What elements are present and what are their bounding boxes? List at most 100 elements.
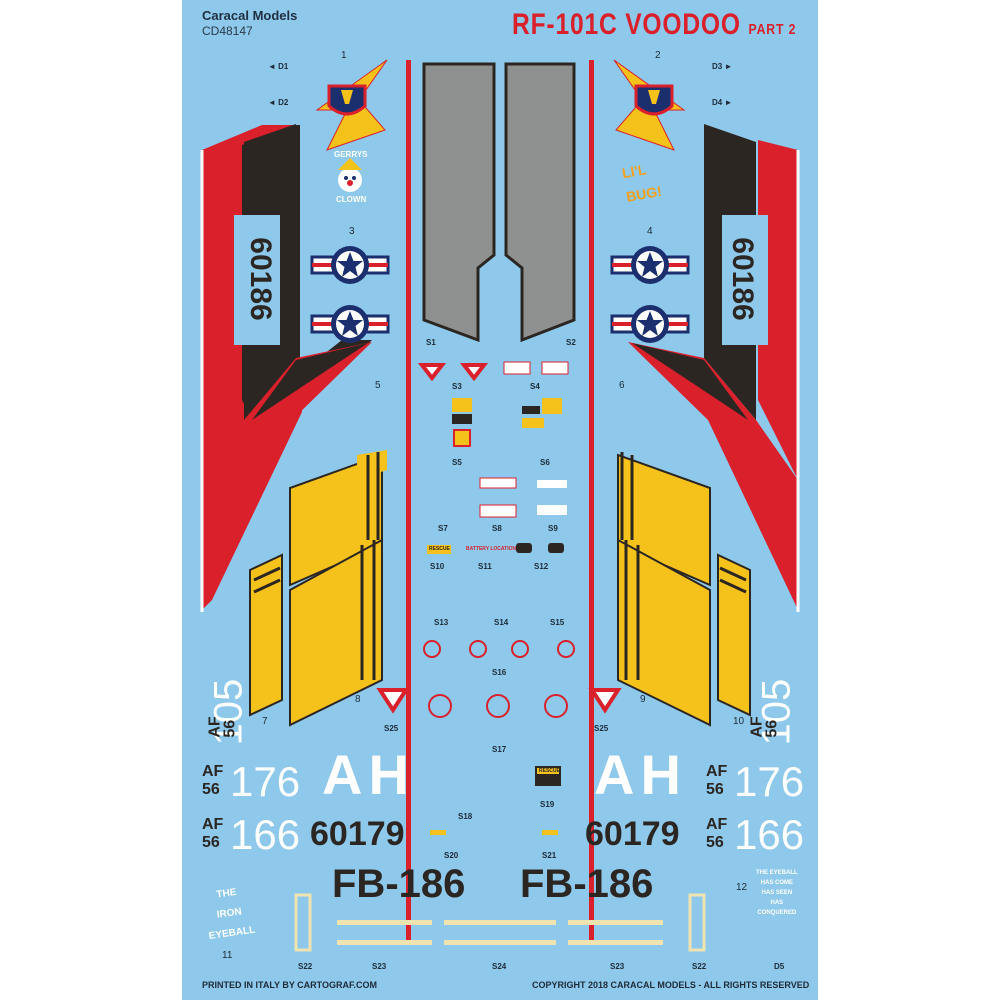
number-176-right: 176 (734, 758, 805, 805)
stencil-s16: S16 (492, 668, 507, 677)
clown-icon (338, 158, 362, 192)
item-number-7: 7 (262, 716, 268, 727)
warning-triangle-icon (376, 363, 622, 714)
battery-location-text: BATTERY LOCATION (466, 546, 517, 552)
tail-number-left: 60179 (310, 815, 405, 853)
item-number-9: 9 (640, 694, 646, 705)
eyeball-line-5: CONQUERED (757, 910, 797, 916)
item-number-10: 10 (733, 716, 745, 727)
stencil-s6: S6 (540, 458, 550, 467)
stencil-s9: S9 (548, 524, 558, 533)
iron-eyeball-text: THE IRON EYEBALL (202, 881, 257, 947)
insignia-icon (310, 246, 690, 343)
center-red-line-left (406, 60, 411, 940)
eyeball-line-3: HAS SEEN (761, 890, 793, 896)
eyeball-line-4: HAS (770, 900, 784, 906)
56-prefix-left: 56 (221, 719, 239, 738)
stencil-s19: S19 (540, 800, 555, 809)
item-number-4: 4 (647, 226, 653, 237)
decal-artwork (200, 59, 800, 952)
stencil-s1: S1 (426, 338, 436, 347)
stencil-s10: S10 (430, 562, 445, 571)
stencil-s14: S14 (494, 618, 509, 627)
stencil-s4: S4 (530, 382, 540, 391)
buzz-number-left: FB-186 (332, 862, 466, 906)
af-176-right: AF (706, 763, 728, 780)
tailcode-ah-left: AH (322, 743, 415, 806)
stencil-s23-right: S23 (610, 962, 625, 971)
stencil-s22-right: S22 (692, 962, 707, 971)
title-main: RF-101C VOODOO (512, 8, 741, 41)
stencil-s24: S24 (492, 962, 507, 971)
item-number-1: 1 (341, 50, 347, 61)
item-number-12: 12 (736, 882, 748, 893)
stencil-s3: S3 (452, 382, 462, 391)
footer-printed: PRINTED IN ITALY BY CARTOGRAF.COM (202, 980, 378, 990)
stencil-s13: S13 (434, 618, 449, 627)
rescue-small-text: RESCUE (429, 546, 450, 552)
af-176-left: AF (202, 763, 224, 780)
56-176-left: 56 (202, 781, 220, 798)
item-number-6: 6 (619, 380, 625, 391)
stencil-s18: S18 (458, 812, 473, 821)
decal-sheet: Caracal Models CD48147 RF-101C VOODOO PA… (182, 0, 818, 1000)
stencil-placards (427, 361, 569, 786)
stencil-s11: S11 (478, 562, 492, 571)
stencil-s15: S15 (550, 618, 565, 627)
rescue-placard-text: RESCUE (539, 768, 560, 774)
label-d4: D4 ► (712, 98, 733, 107)
yellow-stripe-left-lower (289, 538, 383, 727)
brand-name: Caracal Models (202, 8, 298, 23)
number-166-right: 166 (734, 811, 805, 858)
stencil-s25-left: S25 (384, 724, 399, 733)
serial-left: 60186 (244, 237, 277, 321)
product-code: CD48147 (202, 24, 253, 38)
stencil-s25-right: S25 (594, 724, 609, 733)
clown-top-text: GERRYS (334, 150, 368, 159)
tac-badge-icon (315, 59, 686, 151)
label-d2: ◄ D2 (268, 98, 289, 107)
clown-bottom-text: CLOWN (336, 195, 367, 204)
56-166-left: 56 (202, 834, 220, 851)
stencil-s21: S21 (542, 851, 557, 860)
56-176-right: 56 (706, 781, 724, 798)
stencil-s23-left: S23 (372, 962, 387, 971)
stencil-s12: S12 (534, 562, 549, 571)
item-number-3: 3 (349, 226, 355, 237)
stencil-s2: S2 (566, 338, 576, 347)
item-number-11: 11 (222, 950, 233, 961)
item-number-5: 5 (375, 380, 381, 391)
tailcode-ah-right: AH (594, 743, 687, 806)
tail-number-right: 60179 (585, 815, 680, 853)
stencil-s8: S8 (492, 524, 502, 533)
gray-panel-left (422, 62, 496, 343)
walkway-stripes (294, 893, 706, 952)
56-prefix-right: 56 (763, 719, 781, 738)
eyeball-line-1: THE EYEBALL (756, 870, 798, 876)
af-prefix-right: AF (748, 716, 766, 738)
serial-right: 60186 (726, 237, 759, 321)
eyeball-line-2: HAS COME (760, 880, 793, 886)
number-176-left: 176 (230, 758, 301, 805)
label-d1: ◄ D1 (268, 62, 289, 71)
center-red-line-right (589, 60, 594, 940)
stencil-s20: S20 (444, 851, 459, 860)
label-d3: D3 ► (712, 62, 733, 71)
af-prefix-left: AF (206, 716, 224, 738)
buzz-number-right: FB-186 (520, 862, 654, 906)
item-number-8: 8 (355, 694, 361, 705)
stencil-s17: S17 (492, 745, 507, 754)
56-166-right: 56 (706, 834, 724, 851)
title-part: PART 2 (748, 21, 797, 38)
sheet-title: RF-101C VOODOO PART 2 (512, 8, 796, 42)
stencil-s5: S5 (452, 458, 462, 467)
gray-panel-right (504, 62, 576, 343)
stencil-s22-left: S22 (298, 962, 313, 971)
stencil-s7: S7 (438, 524, 448, 533)
